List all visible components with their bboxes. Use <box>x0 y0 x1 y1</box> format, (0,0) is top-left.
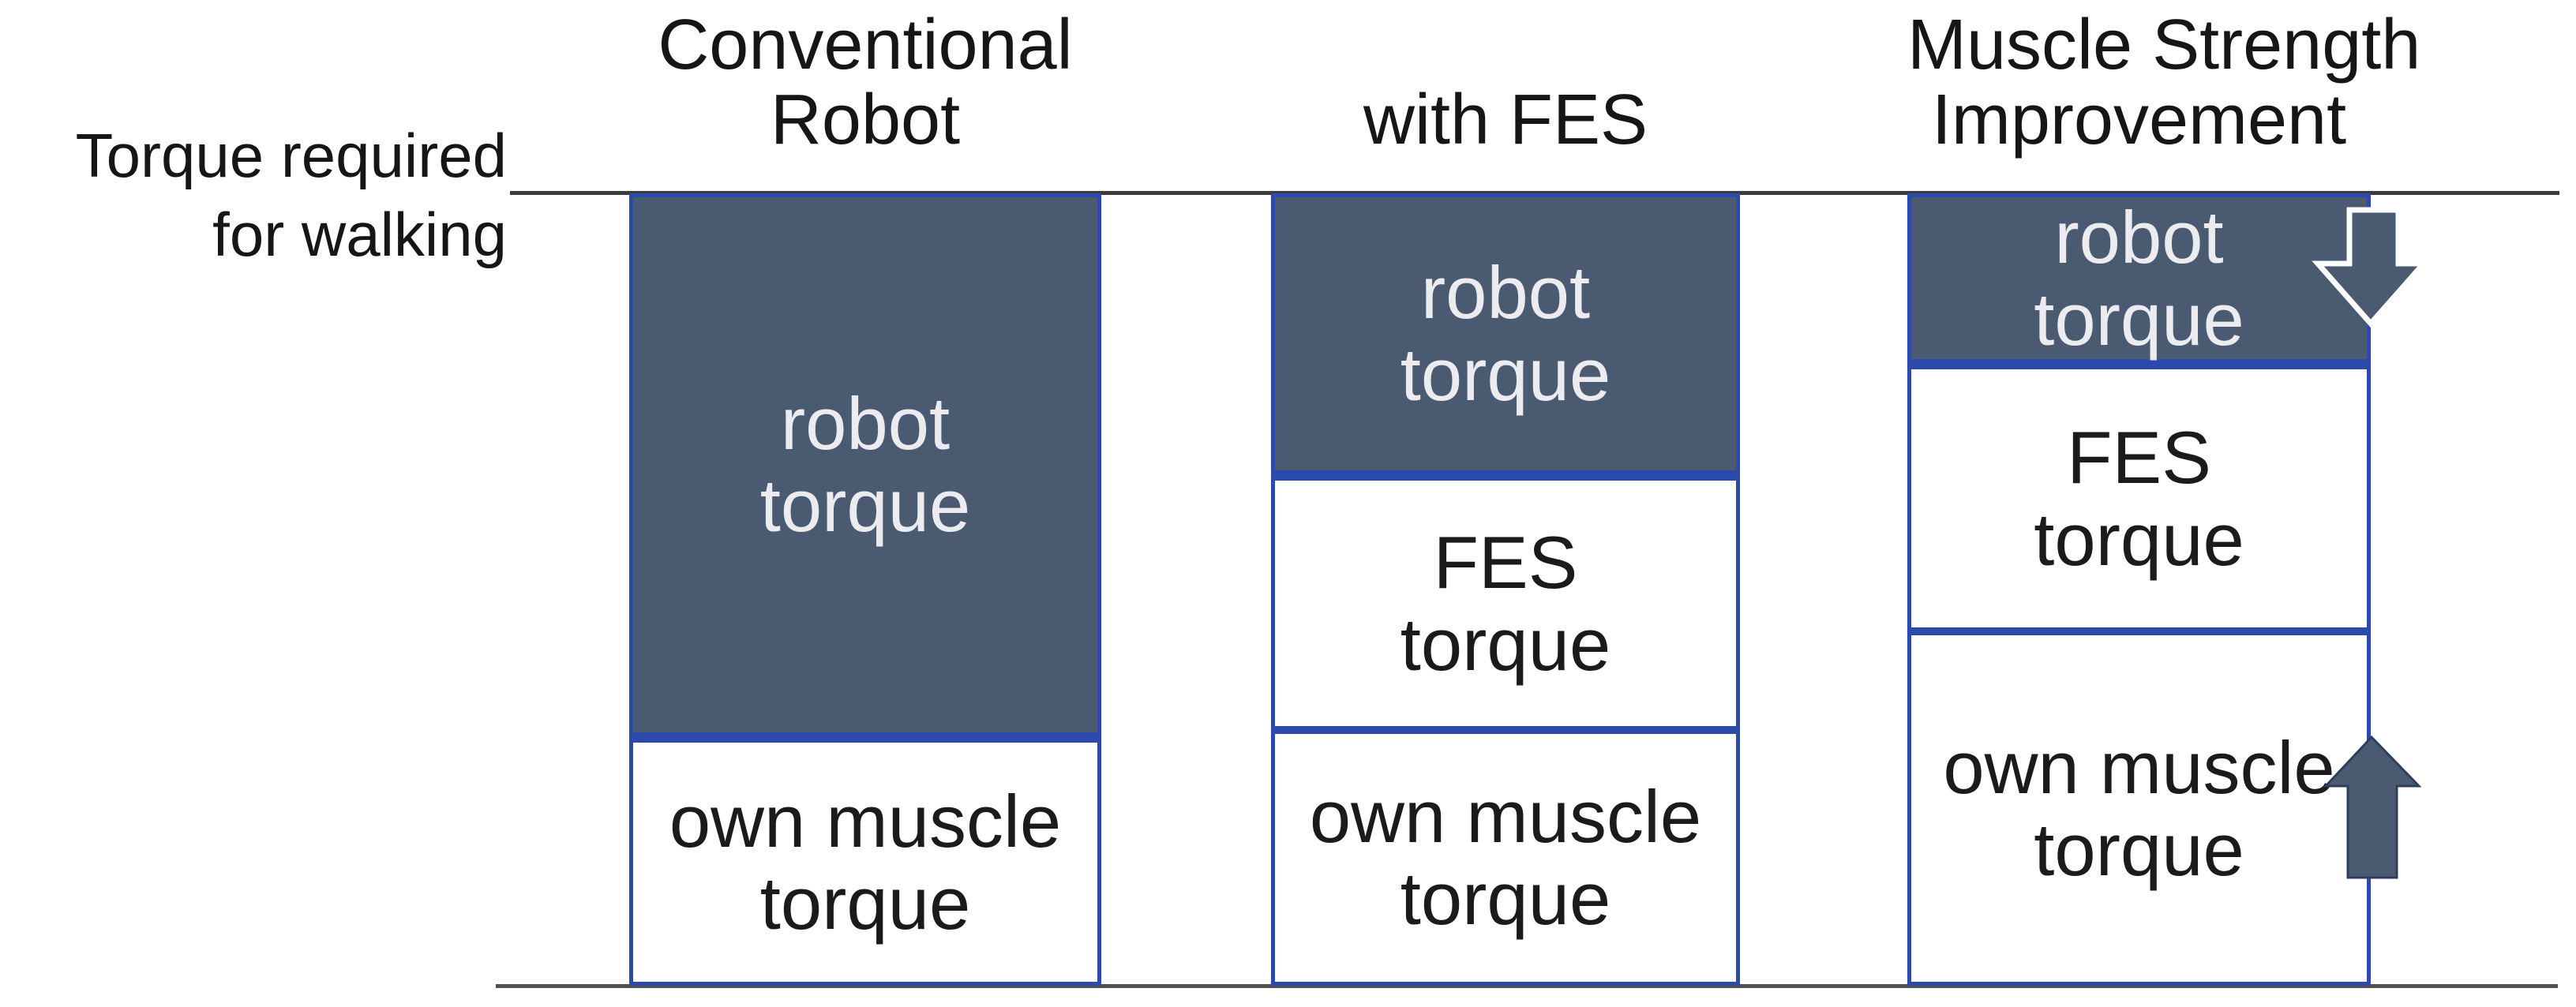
segment-robot-torque-conventional: robot torque <box>629 193 1101 739</box>
segment-label-line: torque <box>759 861 971 945</box>
segment-label-line: own muscle <box>1943 725 2335 809</box>
segment-fes-torque-with-fes: FES torque <box>1271 477 1740 730</box>
segment-label-line: torque <box>1400 602 1611 686</box>
segment-label-line: robot <box>2054 195 2224 279</box>
increase-arrow-icon <box>2323 735 2422 879</box>
segment-label-line: robot <box>780 382 951 465</box>
y-axis-label-line2: for walking <box>212 200 507 269</box>
column-header-conventional-robot: Conventional Robot <box>629 8 1101 158</box>
decrease-arrow-icon <box>2312 207 2430 328</box>
segment-label-line: own muscle <box>669 779 1062 863</box>
column-header-muscle-strength-improvement: Muscle Strength Improvement <box>1907 6 2421 159</box>
segment-own-muscle-torque-conventional: own muscle torque <box>629 739 1101 986</box>
y-axis-label-line1: Torque required <box>75 121 507 190</box>
header-line: Improvement <box>1931 80 2347 159</box>
segment-label-line: FES <box>2067 415 2211 499</box>
segment-label-line: torque <box>2034 277 2244 361</box>
torque-required-reference-line <box>510 191 2559 195</box>
header-line: Muscle Strength <box>1907 6 2421 84</box>
segment-fes-torque-improvement: FES torque <box>1907 365 2371 631</box>
y-axis-label: Torque required for walking <box>0 116 507 274</box>
segment-own-muscle-torque-with-fes: own muscle torque <box>1271 730 1740 986</box>
column-header-with-fes: with FES <box>1271 8 1740 158</box>
segment-label-line: torque <box>1400 333 1611 416</box>
segment-label-line: torque <box>2034 807 2244 891</box>
header-line: Robot <box>770 80 961 159</box>
segment-robot-torque-improvement: robot torque <box>1907 193 2371 365</box>
segment-label-line: FES <box>1433 520 1578 604</box>
segment-label-line: robot <box>1420 251 1591 334</box>
segment-own-muscle-torque-improvement: own muscle torque <box>1907 631 2371 986</box>
header-line: with FES <box>1363 80 1648 159</box>
baseline <box>496 984 2558 988</box>
segment-label-line: torque <box>2034 497 2244 581</box>
segment-robot-torque-with-fes: robot torque <box>1271 193 1740 477</box>
header-line: Conventional <box>658 6 1073 84</box>
segment-label-line: torque <box>1400 857 1611 940</box>
segment-label-line: own muscle <box>1309 775 1702 858</box>
segment-label-line: torque <box>759 464 971 547</box>
